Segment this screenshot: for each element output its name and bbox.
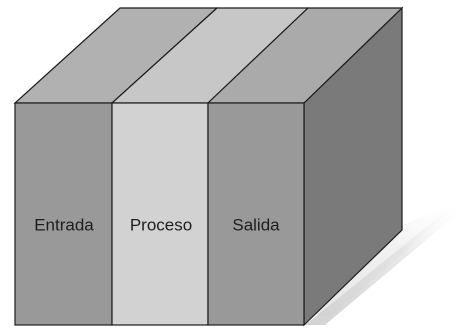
segment-salida: [207, 102, 305, 326]
segment-entrada: [14, 102, 113, 326]
segment-proceso: [111, 102, 209, 326]
label-entrada: Entrada: [34, 215, 94, 234]
label-salida: Salida: [232, 215, 280, 234]
label-proceso: Proceso: [130, 215, 192, 234]
